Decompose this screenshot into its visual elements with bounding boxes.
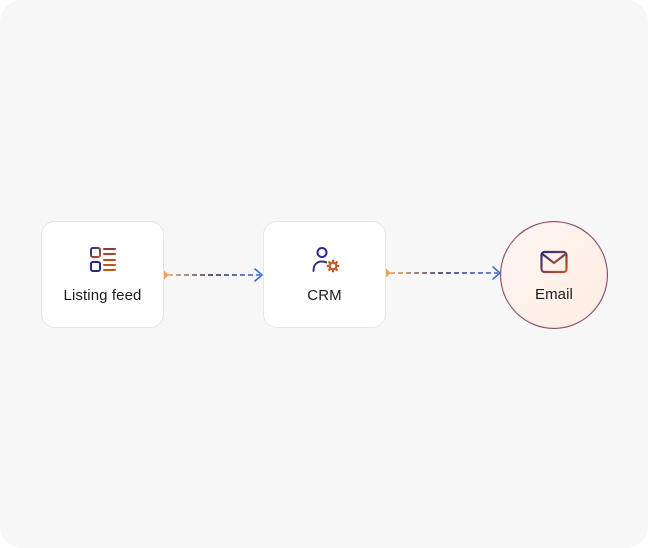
node-email[interactable]: Email [500, 221, 608, 329]
node-label: Email [534, 286, 573, 303]
user-gear-icon [312, 247, 339, 273]
edge-crm-to-email [379, 266, 501, 280]
arrowhead-icon [254, 268, 263, 282]
node-crm[interactable]: CRM [263, 221, 386, 328]
edge-listing-to-crm [157, 268, 263, 282]
mail-icon [540, 250, 568, 274]
node-label: CRM [307, 287, 342, 304]
node-label: Listing feed [63, 287, 142, 304]
node-listing-feed[interactable]: Listing feed [41, 221, 164, 328]
list-icon [89, 247, 116, 272]
